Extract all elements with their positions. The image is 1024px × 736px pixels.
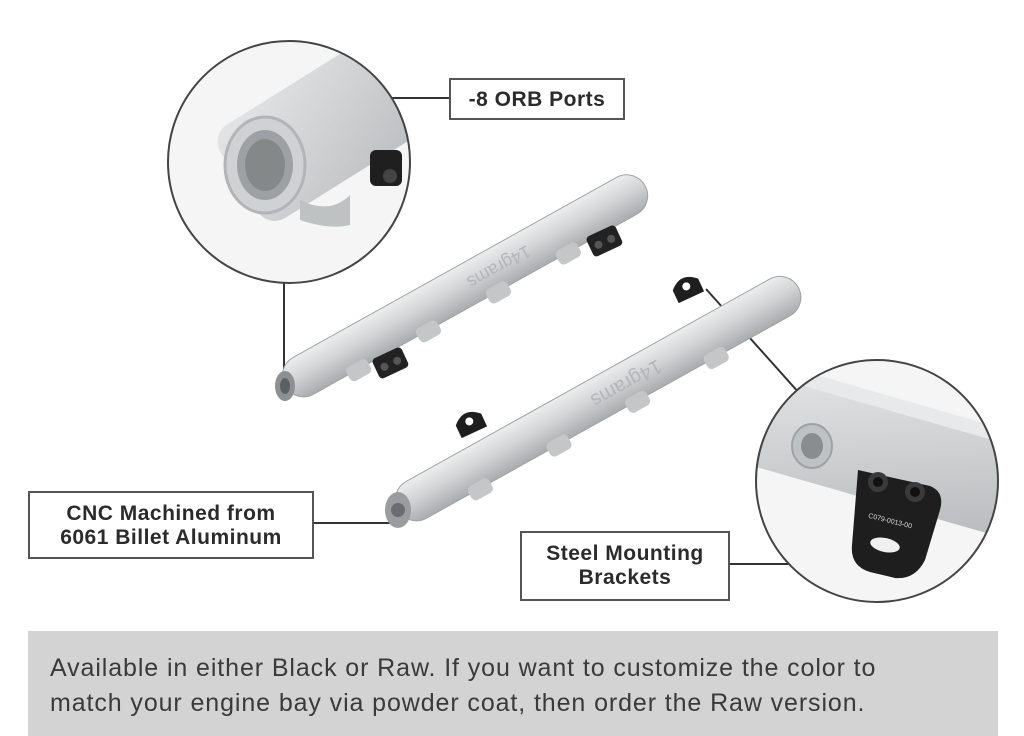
bracket-lower-right xyxy=(672,276,705,304)
bracket-upper-left xyxy=(372,347,409,379)
callout-cnc-machined: CNC Machined from 6061 Billet Aluminum xyxy=(28,491,314,559)
callout-steel-brackets: Steel Mounting Brackets xyxy=(520,531,730,601)
callout-steel-line1: Steel Mounting xyxy=(546,542,704,565)
callout-steel-line2: Brackets xyxy=(578,566,672,589)
fuel-rail-upper: 14grams xyxy=(275,174,649,401)
availability-info-line2: match your engine bay via powder coat, t… xyxy=(50,689,866,717)
availability-info-line1: Available in either Black or Raw. If you… xyxy=(50,654,877,682)
callout-orb-ports: -8 ORB Ports xyxy=(449,78,625,120)
availability-info-bar: Available in either Black or Raw. If you… xyxy=(28,631,998,736)
callout-cnc-line2: 6061 Billet Aluminum xyxy=(60,526,282,549)
callout-orb-ports-label: -8 ORB Ports xyxy=(468,88,606,111)
zoom-orb-port xyxy=(167,40,411,284)
zoom-steel-bracket: C079-0013-00 xyxy=(755,359,999,603)
bracket-lower-left xyxy=(455,411,488,439)
bracket-upper-right xyxy=(586,225,623,257)
callout-cnc-line1: CNC Machined from xyxy=(66,502,276,525)
